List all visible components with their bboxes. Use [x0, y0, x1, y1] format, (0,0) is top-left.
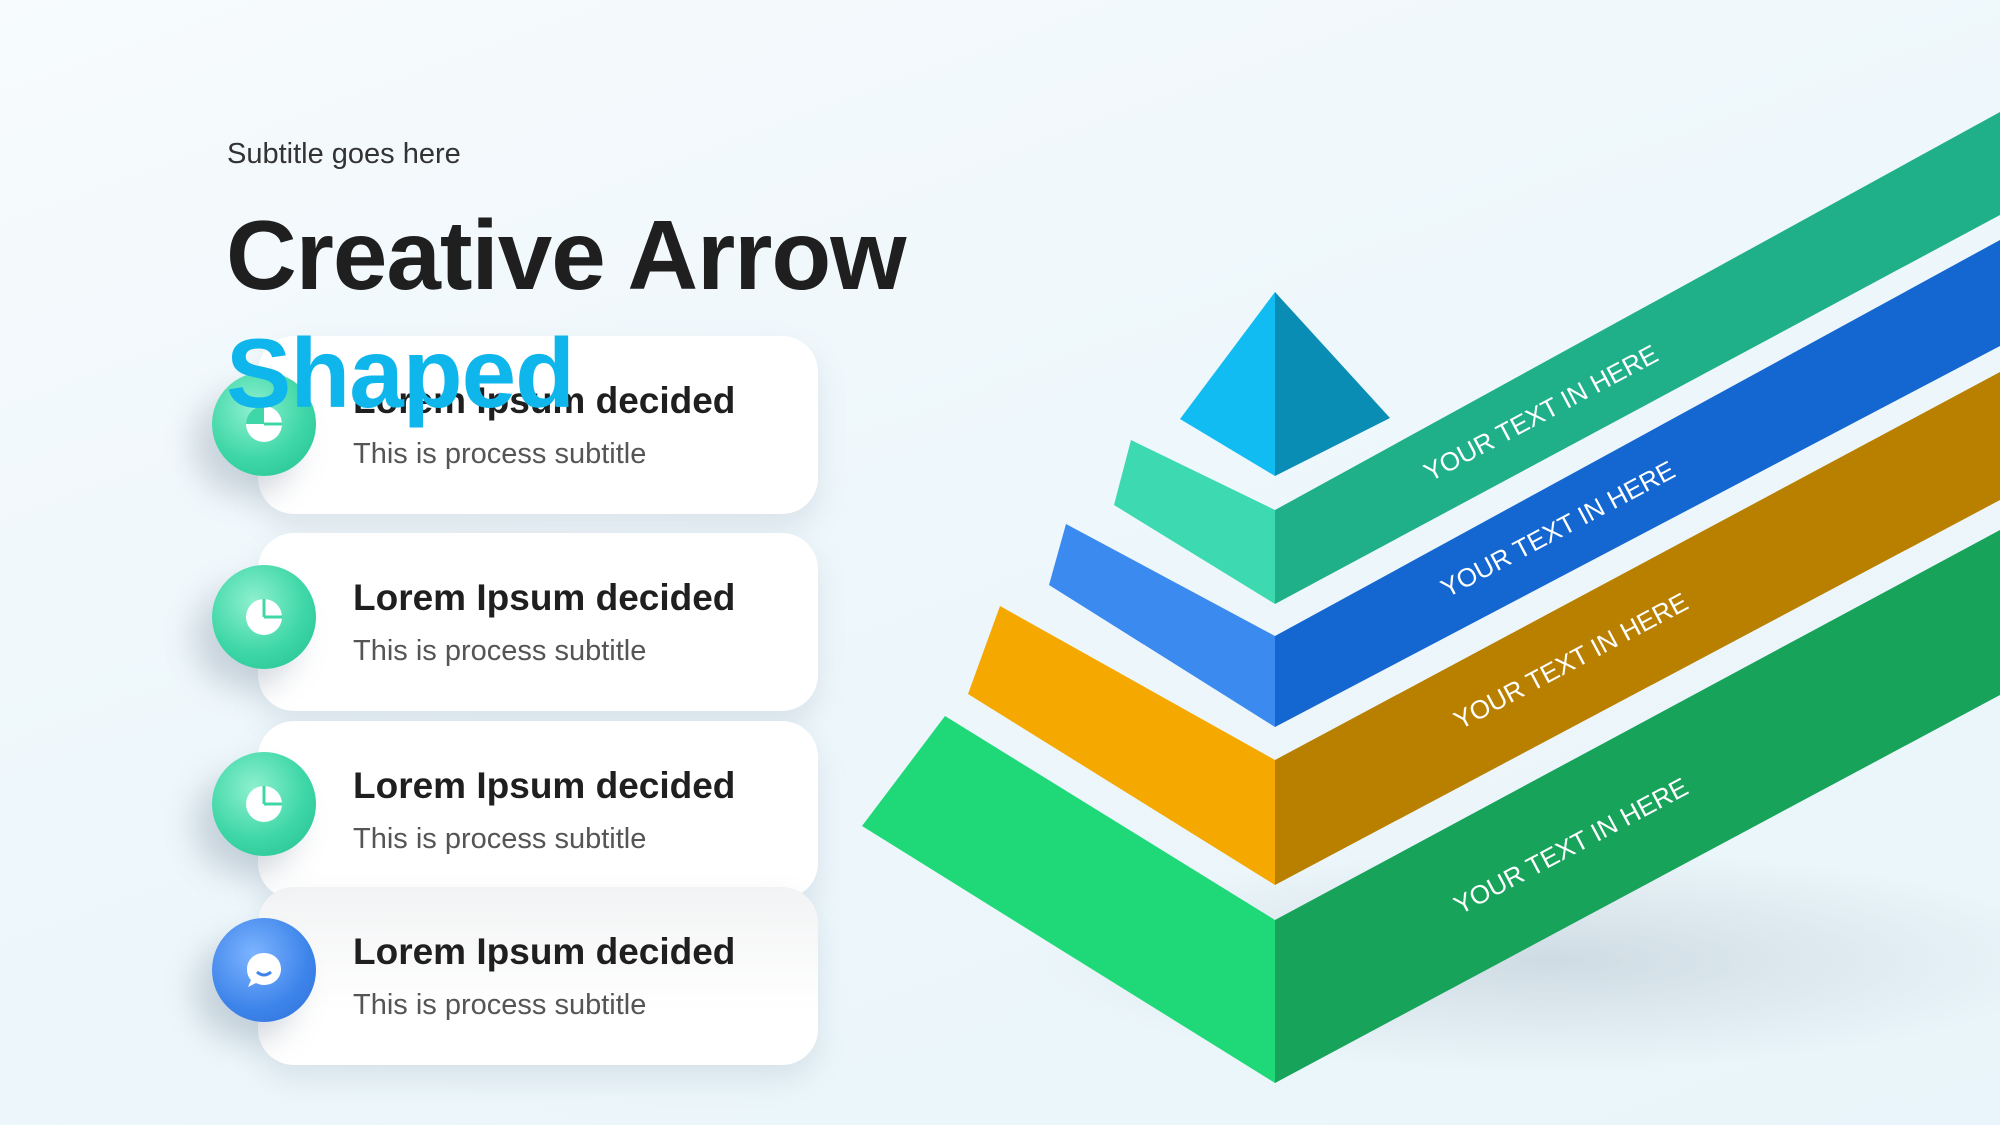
title-line-1: Creative Arrow: [226, 200, 907, 310]
card-subtitle: This is process subtitle: [353, 989, 647, 1021]
process-card-3: Lorem Ipsum decided This is process subt…: [258, 721, 818, 899]
arrow-layer-2: [1049, 240, 2000, 727]
pie-chart-icon: [212, 372, 316, 476]
chat-bubble-icon: [212, 918, 316, 1022]
card-subtitle: This is process subtitle: [353, 823, 647, 855]
arrow-layer-1: [1114, 112, 2000, 604]
process-card-4: Lorem Ipsum decided This is process subt…: [258, 887, 818, 1065]
card-heading: Lorem Ipsum decided: [353, 577, 736, 618]
slide-title: Creative Arrow Shaped: [226, 196, 907, 432]
card-heading: Lorem Ipsum decided: [353, 931, 736, 972]
pyramid-apex: [1180, 292, 1390, 476]
title-line-2: Shaped: [226, 318, 575, 428]
card-heading: Lorem Ipsum decided: [353, 380, 736, 421]
arrow-layer-4: [862, 530, 2000, 1083]
card-heading: Lorem Ipsum decided: [353, 765, 736, 806]
card-subtitle: This is process subtitle: [353, 438, 647, 470]
pie-chart-icon: [212, 565, 316, 669]
card-subtitle: This is process subtitle: [353, 635, 647, 667]
slide-subtitle: Subtitle goes here: [227, 138, 461, 170]
process-card-2: Lorem Ipsum decided This is process subt…: [258, 533, 818, 711]
process-card-1: Lorem Ipsum decided This is process subt…: [258, 336, 818, 514]
pie-chart-icon: [212, 752, 316, 856]
arrow-layer-3: [968, 372, 2000, 885]
